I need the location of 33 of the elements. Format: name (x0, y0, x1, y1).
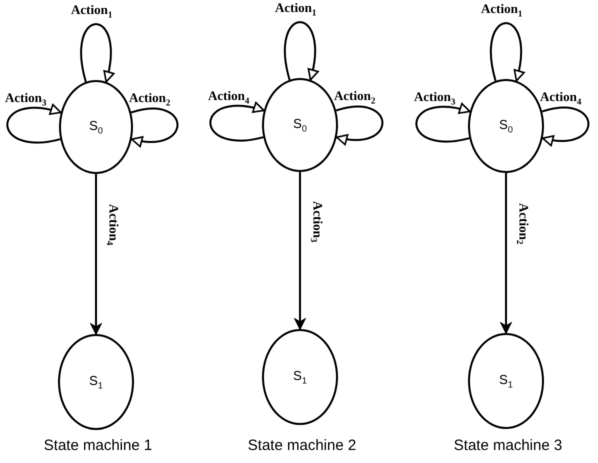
edge-label: Action$_{4}$ (208, 88, 250, 108)
self-loop-arrow (542, 106, 590, 146)
state-label: S$_{0}$ (499, 117, 513, 135)
edge-label: Action$_{1}$ (275, 0, 316, 20)
self-loop-arrow (416, 103, 471, 142)
machine-caption: State machine 3 (454, 437, 562, 454)
transition-arrow (294, 172, 306, 330)
state-ellipse (58, 334, 134, 430)
edge-label: Action$_{1}$ (481, 1, 522, 21)
state-ellipse (262, 329, 338, 425)
self-loop-arrow (336, 106, 384, 145)
state-label: S$_{0}$ (293, 116, 307, 134)
state-label: S$_{0}$ (89, 118, 103, 136)
self-loop-arrow (210, 102, 265, 142)
self-loop-arrow (284, 21, 318, 81)
machine-caption: State machine 2 (248, 437, 356, 454)
edge-label: Action$_{4}$ (540, 89, 582, 109)
self-loop-arrow (130, 108, 178, 147)
machine-caption: State machine 1 (44, 437, 152, 454)
edge-label: Action$_{3}$ (5, 90, 46, 110)
state-label: S$_{1}$ (499, 372, 513, 390)
edge-label: Action$_{1}$ (71, 2, 112, 22)
self-loop-arrow (6, 104, 62, 144)
edge-label: Action$_{3}$ (414, 89, 456, 109)
state-label: S$_{1}$ (89, 373, 103, 391)
state-label: S$_{1}$ (293, 368, 307, 386)
self-loop-arrow (490, 22, 524, 82)
transition-arrow (90, 174, 102, 335)
edge-label: Action$_{2}$ (129, 90, 170, 110)
self-loop-arrow (80, 23, 114, 83)
edge-label: Action$_{2}$ (334, 88, 376, 108)
transition-arrow (500, 173, 512, 334)
state-ellipse (468, 333, 544, 429)
